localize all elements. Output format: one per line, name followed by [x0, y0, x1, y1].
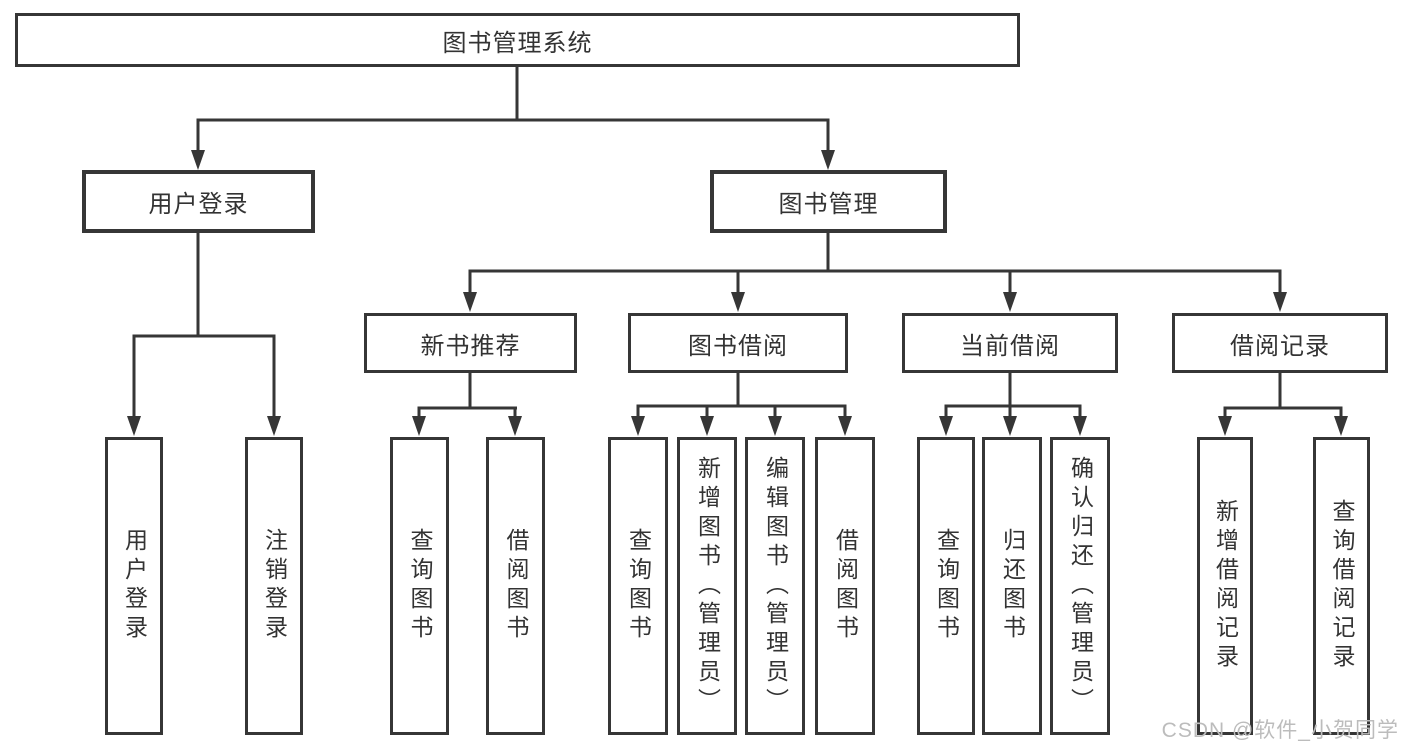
leaf-query-borrow-record: 查询借阅记录: [1313, 437, 1370, 735]
arrow-down-icon: [1334, 416, 1348, 436]
node-current-borrowing: 当前借阅: [902, 313, 1118, 373]
arrow-down-icon: [838, 416, 852, 436]
leaf-confirm-return-admin: 确认归还（管理员）: [1050, 437, 1110, 735]
leaf-borrow-books-1: 借阅图书: [486, 437, 545, 735]
node-borrowing-records: 借阅记录: [1172, 313, 1388, 373]
arrow-down-icon: [412, 416, 426, 436]
node-book-management: 图书管理: [710, 170, 947, 233]
arrow-down-icon: [463, 292, 477, 312]
arrow-down-icon: [631, 416, 645, 436]
arrow-down-icon: [939, 416, 953, 436]
leaf-user-login: 用户登录: [105, 437, 163, 735]
node-user-login: 用户登录: [82, 170, 315, 233]
node-root-system: 图书管理系统: [15, 13, 1020, 67]
arrow-down-icon: [700, 416, 714, 436]
leaf-logout: 注销登录: [245, 437, 303, 735]
leaf-borrow-books-2: 借阅图书: [815, 437, 875, 735]
watermark: CSDN @软件_小贺同学: [1161, 719, 1399, 742]
arrow-down-icon: [1003, 292, 1017, 312]
arrow-down-icon: [127, 416, 141, 436]
arrow-down-icon: [1073, 416, 1087, 436]
leaf-return-books: 归还图书: [982, 437, 1042, 735]
arrowheads: [127, 150, 1348, 436]
arrow-down-icon: [768, 416, 782, 436]
node-book-borrowing: 图书借阅: [628, 313, 848, 373]
node-new-book-recommendation: 新书推荐: [364, 313, 577, 373]
arrow-down-icon: [1218, 416, 1232, 436]
arrow-down-icon: [508, 416, 522, 436]
leaf-query-books-3: 查询图书: [917, 437, 975, 735]
arrow-down-icon: [267, 416, 281, 436]
arrow-down-icon: [1273, 292, 1287, 312]
leaf-add-books-admin: 新增图书（管理员）: [677, 437, 737, 735]
leaf-query-books-2: 查询图书: [608, 437, 668, 735]
arrow-down-icon: [731, 292, 745, 312]
arrow-down-icon: [1003, 416, 1017, 436]
leaf-add-borrow-record: 新增借阅记录: [1197, 437, 1253, 735]
arrow-down-icon: [191, 150, 205, 170]
leaf-query-books-1: 查询图书: [390, 437, 449, 735]
leaf-edit-books-admin: 编辑图书（管理员）: [745, 437, 805, 735]
arrow-down-icon: [821, 150, 835, 170]
